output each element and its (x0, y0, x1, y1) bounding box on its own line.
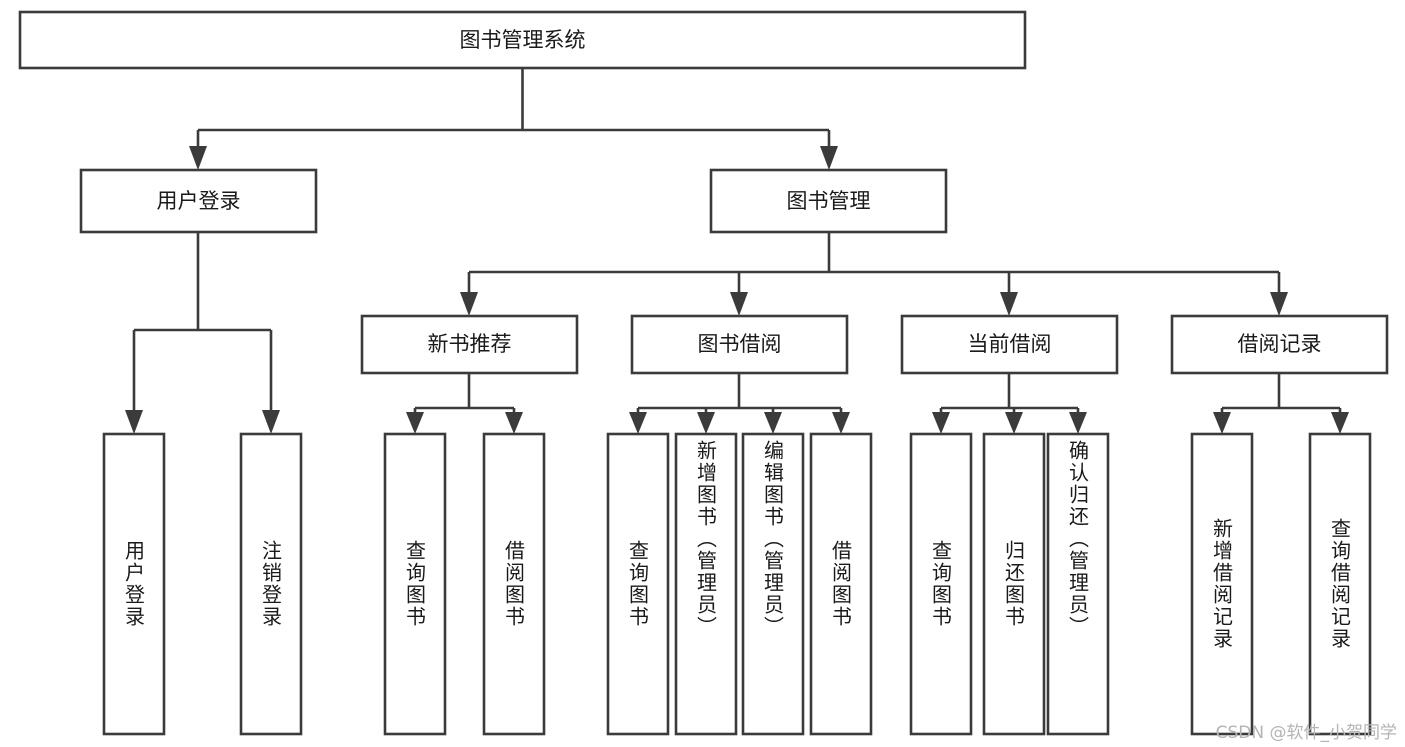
arrow-head-icon (932, 412, 950, 434)
connectors-bookborrow-to-leaves (629, 373, 850, 434)
arrow-head-icon (189, 146, 207, 170)
arrow-head-icon (697, 412, 715, 434)
arrow-head-icon (1005, 412, 1023, 434)
leaf-box-query-book-3[interactable] (909, 432, 973, 736)
arrow-head-icon (1000, 292, 1018, 316)
leaf-label-query-book-3-wrap: 查询图书 (911, 434, 971, 734)
node-book-manage[interactable]: 图书管理 (709, 168, 948, 234)
leaf-box-edit-book[interactable] (741, 432, 805, 736)
leaf-label-confirm-return: 确认归还（管理员） (1065, 440, 1090, 638)
node-current-borrow-label: 当前借阅 (968, 332, 1052, 356)
leaf-label-query-record: 查询借阅记录 (1327, 518, 1352, 650)
node-borrow-record-label: 借阅记录 (1238, 332, 1322, 356)
node-root[interactable]: 图书管理系统 (18, 10, 1027, 70)
leaf-label-add-record: 新增借阅记录 (1209, 518, 1234, 650)
arrow-head-icon (460, 292, 478, 316)
arrow-head-icon (125, 410, 143, 434)
node-current-borrow[interactable]: 当前借阅 (900, 314, 1119, 375)
leaf-label-borrow-book-2: 借阅图书 (828, 540, 853, 628)
arrow-head-icon (730, 292, 748, 316)
leaf-box-query-record[interactable] (1308, 432, 1372, 736)
connectors-currentborrow-to-leaves (932, 373, 1087, 434)
leaf-box-add-book[interactable] (674, 432, 738, 736)
leaf-label-query-book-2-wrap: 查询图书 (608, 434, 668, 734)
leaf-box-add-record[interactable] (1190, 432, 1254, 736)
node-user-login[interactable]: 用户登录 (79, 168, 318, 234)
leaf-label-user-logout: 注销登录 (258, 540, 283, 628)
arrow-head-icon (629, 412, 647, 434)
arrow-head-icon (1331, 412, 1349, 434)
leaf-box-user-logout[interactable] (239, 432, 303, 736)
leaf-box-return-book[interactable] (982, 432, 1046, 736)
leaf-label-return-book-wrap: 归还图书 (984, 434, 1044, 734)
connectors-userlogin-to-leaves (125, 232, 280, 434)
arrow-head-icon (505, 412, 523, 434)
leaf-box-borrow-book-2[interactable] (809, 432, 873, 736)
node-book-borrow-label: 图书借阅 (698, 332, 782, 356)
leaf-label-user-logout-wrap: 注销登录 (241, 434, 301, 734)
connectors-root-to-level2 (189, 68, 838, 170)
leaf-label-return-book: 归还图书 (1001, 540, 1026, 628)
leaf-box-query-book-2[interactable] (606, 432, 670, 736)
leaf-label-add-book-wrap: 新增图书（管理员） (676, 440, 736, 728)
leaf-box-confirm-return[interactable] (1046, 432, 1110, 736)
arrow-head-icon (1270, 292, 1288, 316)
leaf-box-query-book-1[interactable] (383, 432, 447, 736)
node-new-book-rec[interactable]: 新书推荐 (360, 314, 579, 375)
arrow-head-icon (1069, 412, 1087, 434)
leaf-box-borrow-book-1[interactable] (482, 432, 546, 736)
leaf-label-borrow-book-1-wrap: 借阅图书 (484, 434, 544, 734)
node-borrow-record[interactable]: 借阅记录 (1170, 314, 1389, 375)
leaf-label-edit-book: 编辑图书（管理员） (760, 440, 785, 638)
leaf-label-confirm-return-wrap: 确认归还（管理员） (1048, 440, 1108, 728)
leaf-boxes (102, 432, 1372, 736)
leaf-label-query-book-1-wrap: 查询图书 (385, 434, 445, 734)
leaf-label-borrow-book-1: 借阅图书 (501, 540, 526, 628)
leaf-label-query-book-2: 查询图书 (625, 540, 650, 628)
arrow-head-icon (262, 410, 280, 434)
arrow-head-icon (1213, 412, 1231, 434)
leaf-label-query-book-3: 查询图书 (928, 540, 953, 628)
node-user-login-label: 用户登录 (157, 189, 241, 213)
connectors-newbook-to-leaves (406, 373, 523, 434)
leaf-label-borrow-book-2-wrap: 借阅图书 (811, 434, 871, 734)
arrow-head-icon (832, 412, 850, 434)
node-root-label: 图书管理系统 (460, 28, 586, 52)
leaf-label-user-login: 用户登录 (121, 540, 146, 628)
arrow-head-icon (764, 412, 782, 434)
leaf-label-user-login-wrap: 用户登录 (104, 434, 164, 734)
leaf-label-query-book-1: 查询图书 (402, 540, 427, 628)
leaf-label-edit-book-wrap: 编辑图书（管理员） (743, 440, 803, 728)
leaf-box-user-login[interactable] (102, 432, 166, 736)
arrow-head-icon (406, 412, 424, 434)
leaf-label-add-record-wrap: 新增借阅记录 (1192, 434, 1252, 734)
arrow-head-icon (820, 146, 838, 170)
leaf-label-add-book: 新增图书（管理员） (693, 440, 718, 638)
leaf-label-query-record-wrap: 查询借阅记录 (1310, 434, 1370, 734)
connectors-borrowrecord-to-leaves (1213, 373, 1349, 434)
node-book-manage-label: 图书管理 (787, 189, 871, 213)
node-new-book-rec-label: 新书推荐 (428, 332, 512, 356)
connectors-bookmanage-to-level3 (460, 232, 1288, 316)
node-book-borrow[interactable]: 图书借阅 (630, 314, 849, 375)
